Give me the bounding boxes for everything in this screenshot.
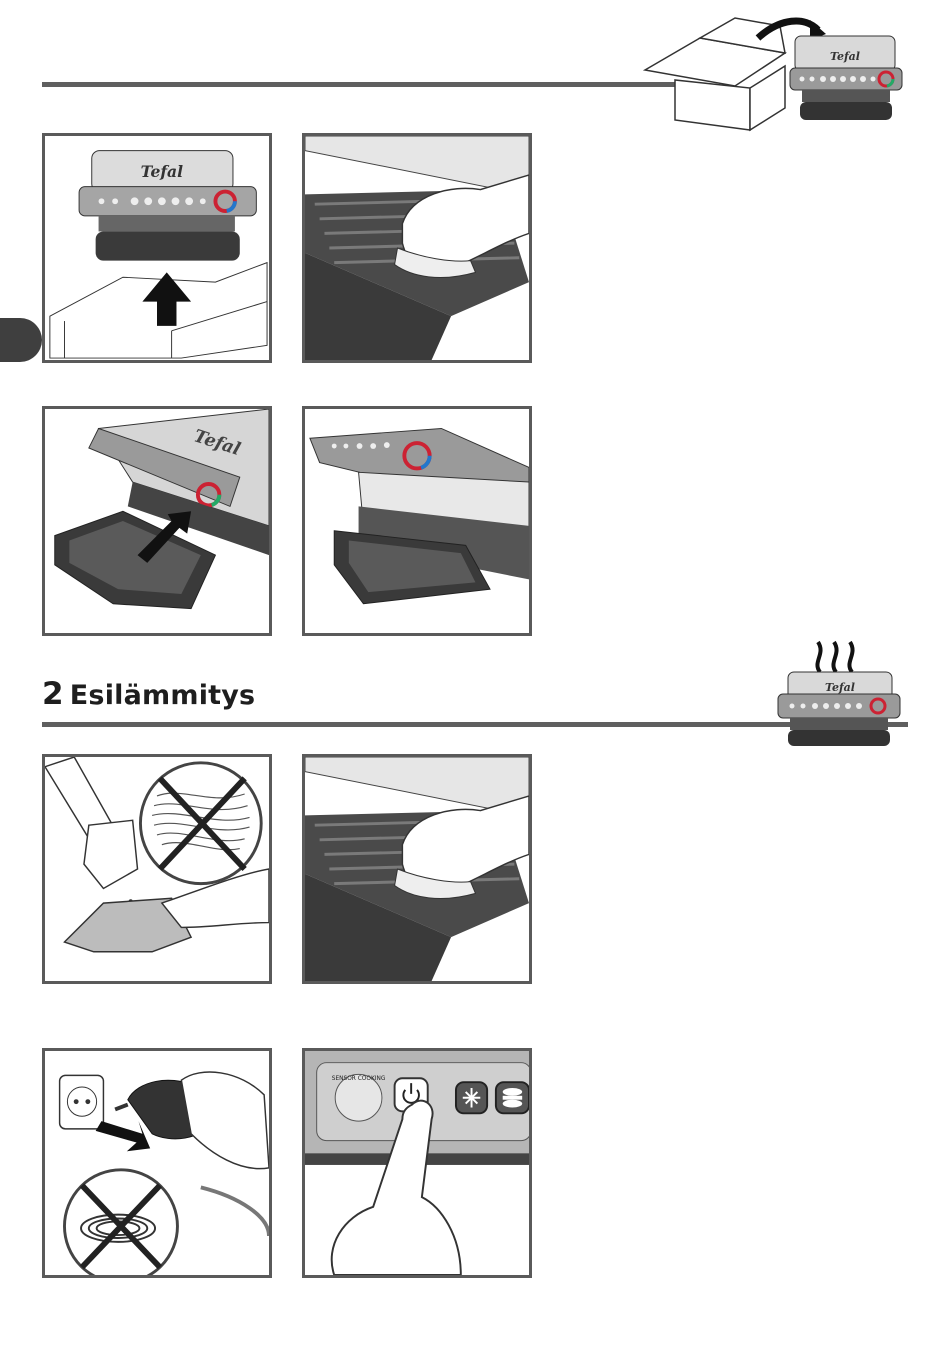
unboxing-illustration: Tefal xyxy=(640,8,910,133)
panel-insert-drip-tray: Tefal xyxy=(42,406,272,636)
grill-brand-small: Tefal xyxy=(830,50,860,63)
grill-brand: Tefal xyxy=(141,162,184,181)
header-rule xyxy=(42,82,682,87)
sensor-cooking-label: SENSOR COOKING xyxy=(332,1076,386,1082)
panel-grill-out-of-box: Tefal xyxy=(42,133,272,363)
panel-wipe-plates xyxy=(302,133,532,363)
panel-tray-in-place xyxy=(302,406,532,636)
chapter-tab xyxy=(0,318,42,362)
steam-icon xyxy=(817,642,852,672)
panel-plug-in xyxy=(42,1048,272,1278)
grill-brand-small-2: Tefal xyxy=(825,681,855,694)
section-number: 2 xyxy=(42,676,64,712)
section-title-text: Esilämmitys xyxy=(70,680,256,711)
arrow-left-icon xyxy=(96,1121,151,1151)
preheat-grill-illustration: Tefal xyxy=(770,632,910,747)
sandwich-icon xyxy=(503,1088,522,1107)
panel-press-power: SENSOR COOKING xyxy=(302,1048,532,1278)
panel-wipe-plates-2 xyxy=(302,754,532,984)
panel-oil-cloth xyxy=(42,754,272,984)
